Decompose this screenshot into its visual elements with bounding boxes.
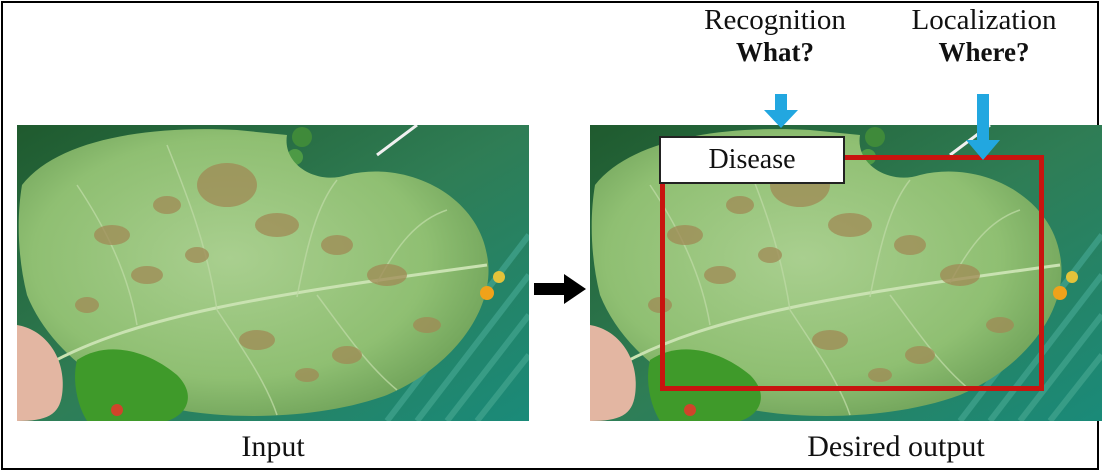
- recognition-header: Recognition What?: [686, 4, 864, 68]
- bounding-box: [660, 155, 1044, 391]
- input-leaf-image: [17, 125, 529, 421]
- down-arrow-icon: [764, 94, 798, 128]
- input-caption: Input: [183, 430, 363, 464]
- output-caption: Desired output: [766, 430, 1026, 464]
- localization-title: Localization: [884, 4, 1084, 36]
- detection-label: Disease: [659, 136, 845, 184]
- localization-question: Where?: [884, 36, 1084, 68]
- localization-header: Localization Where?: [884, 4, 1084, 68]
- right-arrow-icon: [534, 274, 586, 304]
- recognition-title: Recognition: [686, 4, 864, 36]
- recognition-question: What?: [686, 36, 864, 68]
- down-arrow-icon: [966, 94, 1000, 160]
